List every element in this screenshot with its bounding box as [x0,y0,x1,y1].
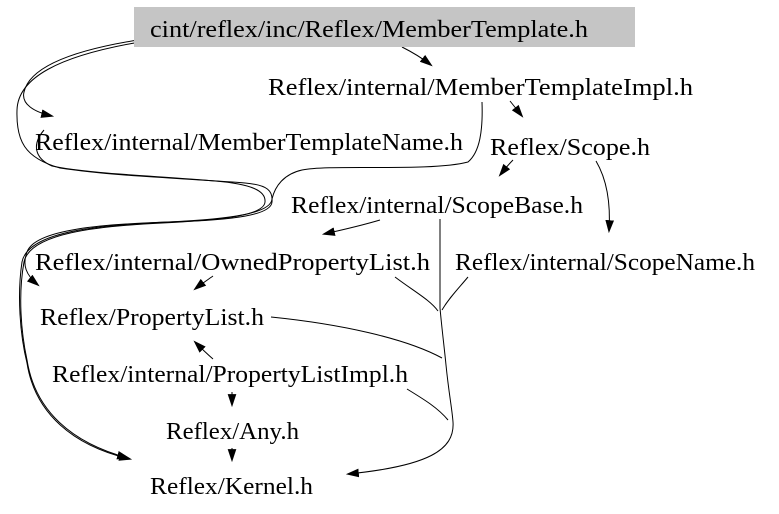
root-node-box [134,7,635,47]
node-group: cint/reflex/inc/Reflex/MemberTemplate.h … [35,17,755,500]
node-membertemplatename[interactable]: Reflex/internal/MemberTemplateName.h [35,130,463,156]
edge-propertylist-to-kernel [270,316,443,359]
node-propertylist[interactable]: Reflex/PropertyList.h [40,305,264,331]
edge-membertemplate-to-membertemplateimpl [401,46,433,67]
node-propertylistimpl[interactable]: Reflex/internal/PropertyListImpl.h [52,362,408,388]
edge-scopebase-to-kernel [345,219,454,478]
edge-ownedpropertylist-to-kernel [394,276,439,312]
node-membertemplateimpl[interactable]: Reflex/internal/MemberTemplateImpl.h [268,75,693,101]
edge-membertemplate-to-propertylist [16,41,273,287]
node-ownedpropertylist[interactable]: Reflex/internal/OwnedPropertyList.h [35,250,430,276]
node-any[interactable]: Reflex/Any.h [166,419,299,445]
edge-membertemplatename-to-kernel [20,129,266,460]
edge-scope-to-scopename [595,160,615,234]
node-kernel[interactable]: Reflex/Kernel.h [150,474,313,500]
node-membertemplate: cint/reflex/inc/Reflex/MemberTemplate.h [150,17,588,43]
edge-scopebase-to-ownedpropertylist [321,219,381,236]
edge-propertylistimpl-to-kernel [406,388,449,421]
edge-membertemplateimpl-to-kernel [19,101,483,461]
edge-propertylistimpl-to-propertylist [193,340,214,360]
node-scope[interactable]: Reflex/Scope.h [490,135,650,161]
edge-ownedpropertylist-to-propertylist [193,275,214,291]
edge-scope-to-scopebase [498,159,514,177]
edge-membertemplate-to-membertemplatename [23,39,139,118]
edge-scopename-to-kernel [441,276,469,311]
edge-group [16,39,615,478]
node-scopebase[interactable]: Reflex/internal/ScopeBase.h [291,193,583,219]
node-scopename[interactable]: Reflex/internal/ScopeName.h [455,250,755,276]
edge-membertemplateimpl-to-scope [509,100,524,118]
